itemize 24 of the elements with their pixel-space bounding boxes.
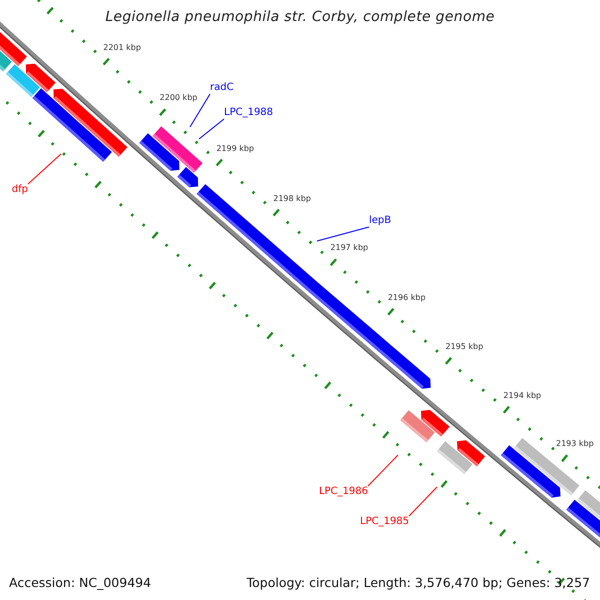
gene-label: radC <box>210 82 234 94</box>
scale-label: 2194 kbp <box>503 390 542 401</box>
gene-label: LPC_1985 <box>360 516 410 528</box>
scale-label: 2199 kbp <box>216 144 254 154</box>
gene-label: lepB <box>369 215 392 227</box>
footer-text: Topology: circular; Length: 3,576,470 bp; Genes: 3,257 <box>246 575 590 590</box>
leader-line <box>316 226 370 242</box>
scale-label: 2197 kbp <box>330 243 368 254</box>
gene-label: LPC_1988 <box>224 107 274 119</box>
gene-label: dfp <box>12 184 28 196</box>
leader-line <box>198 118 224 140</box>
leader-line <box>190 94 210 128</box>
gene-label: LPC_1986 <box>318 486 368 498</box>
leader-line <box>408 486 438 516</box>
title: Legionella pneumophila str. Corby, complete genome <box>104 9 496 25</box>
scale-label: 2195 kbp <box>446 342 484 352</box>
scale-label: 2196 kbp <box>388 292 426 303</box>
scale-label: 2201 kbp <box>103 42 141 53</box>
leader-line <box>368 454 398 486</box>
scale-label: 2200 kbp <box>160 93 198 104</box>
scale-label: 2198 kbp <box>273 194 311 204</box>
leader-line <box>28 154 62 184</box>
footer-text: Accession: NC_009494 <box>9 575 152 590</box>
scale-label: 2193 kbp <box>556 439 594 450</box>
